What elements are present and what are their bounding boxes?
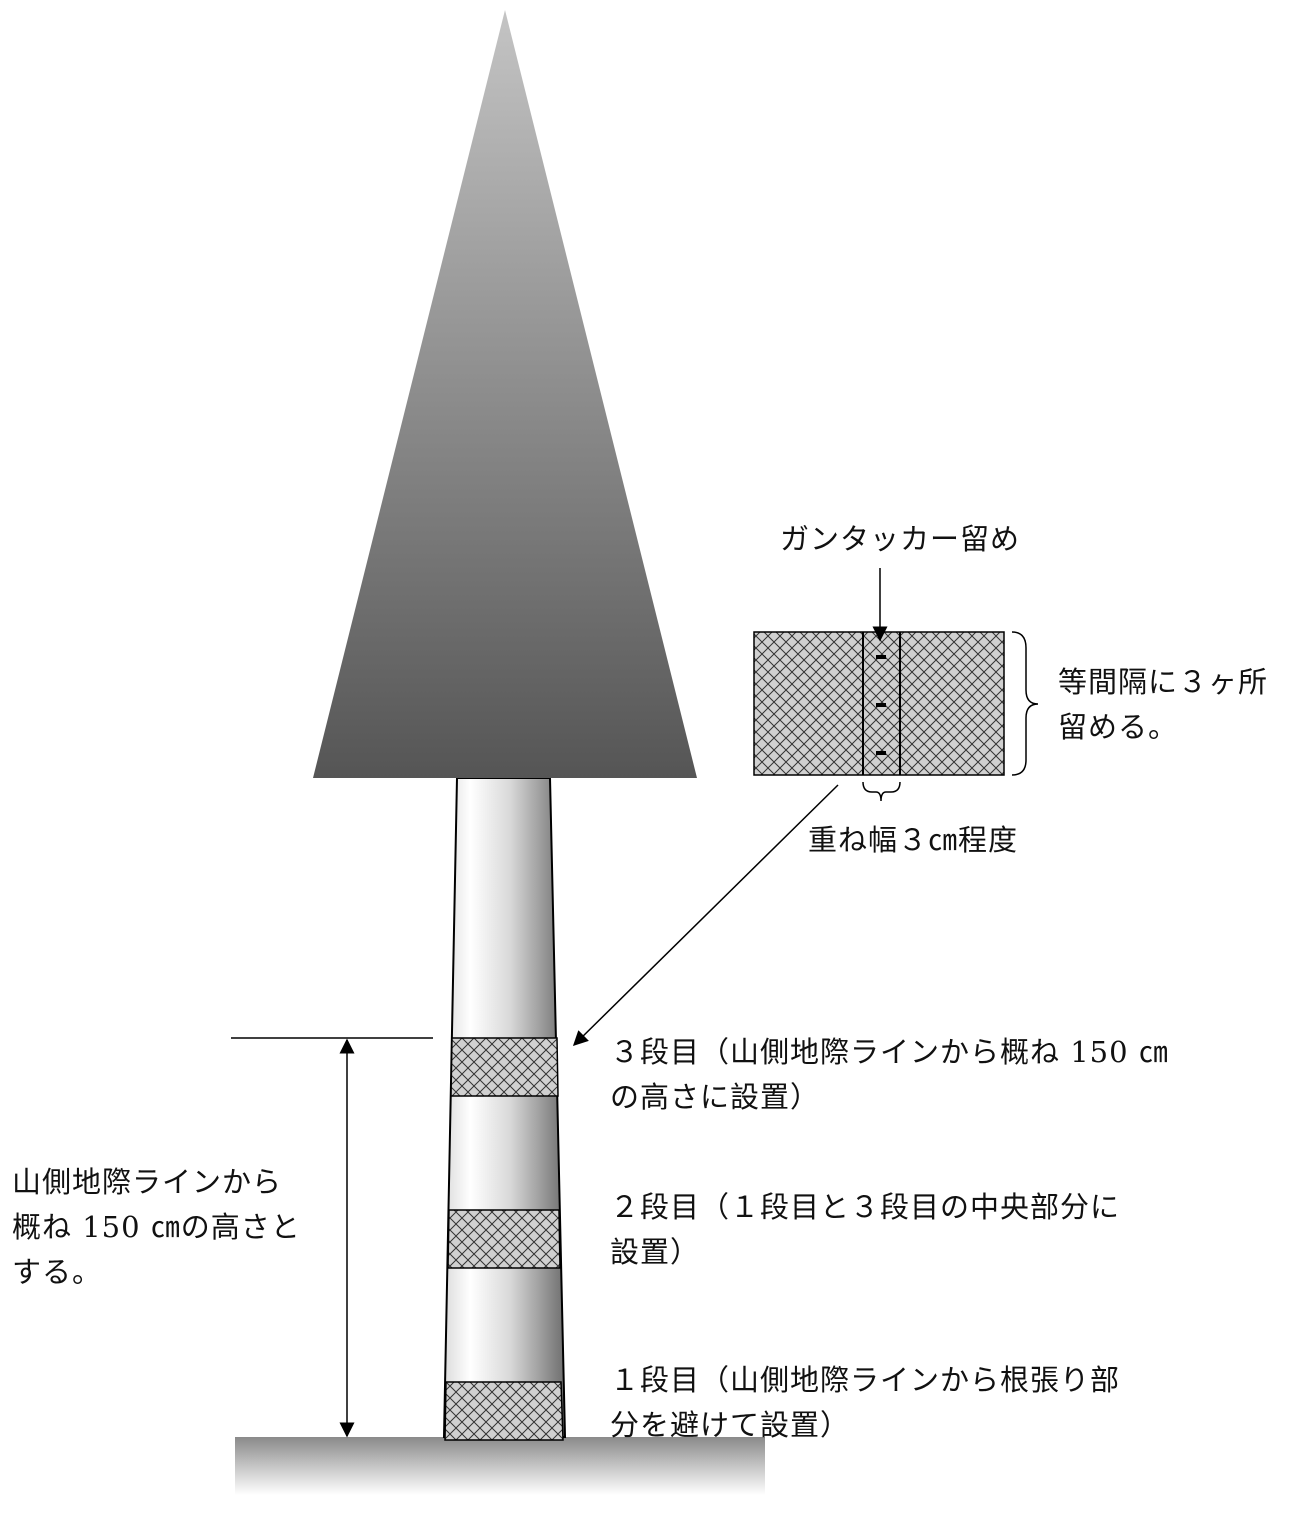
tier1-label: １段目（山側地際ラインから根張り部 分を避けて設置） <box>610 1363 1121 1442</box>
height-note: 山側地際ラインから 概ね 150 ㎝の高さと する。 <box>12 1165 301 1289</box>
net-band-tier3 <box>450 1037 559 1097</box>
net-band-tier2 <box>447 1209 561 1269</box>
ground <box>235 1437 765 1495</box>
overlap-label: 重ね幅３㎝程度 <box>808 823 1019 857</box>
staple-3 <box>876 751 886 755</box>
tacker-label: ガンタッカー留め <box>780 522 1021 556</box>
tier3-label: ３段目（山側地際ラインから概ね 150 ㎝ の高さに設置） <box>610 1035 1169 1114</box>
staple-brace <box>1011 631 1039 776</box>
tier2-label: ２段目（１段目と３段目の中央部分に 設置） <box>610 1190 1121 1269</box>
detail-leader-arrow <box>572 784 839 1047</box>
net-band-tier1 <box>444 1381 564 1441</box>
staple-2 <box>876 703 886 707</box>
staple-1 <box>876 655 886 659</box>
tree-canopy <box>313 10 697 778</box>
overlap-brace <box>862 781 901 802</box>
staple-note: 等間隔に３ヶ所 留める。 <box>1058 665 1269 744</box>
tree-trunk <box>442 777 567 1438</box>
net-detail <box>753 631 1005 776</box>
